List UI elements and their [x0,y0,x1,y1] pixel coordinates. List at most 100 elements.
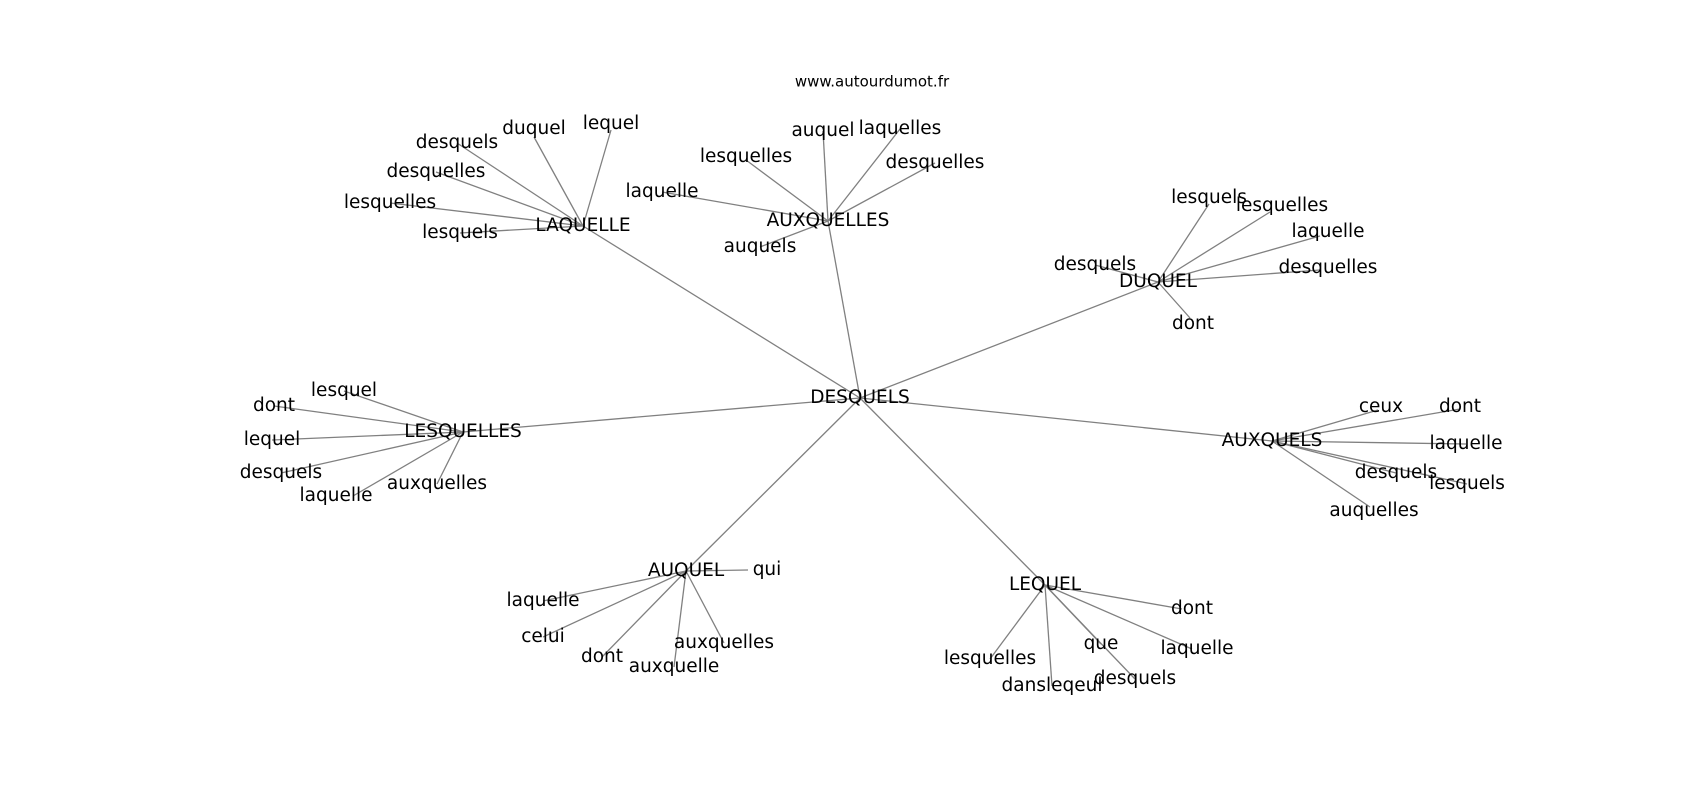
edge-duquel-3 [1157,269,1321,283]
leaf-node-auxquels-5[interactable]: auquelles [1329,500,1418,521]
leaf-node-auxquels-4[interactable]: lesquels [1429,473,1505,494]
edge-laquelle-4 [389,202,584,227]
edge-auquel-0 [685,569,749,572]
leaf-node-auquel-0[interactable]: qui [753,559,782,580]
edge-duquel-0 [1157,203,1210,283]
edge-lequel-0 [1044,584,1183,610]
leaf-node-auxquelles-5[interactable]: auquels [724,236,797,257]
leaf-node-laquelle-2[interactable]: desquels [416,132,498,153]
edge-center-lequel [859,397,1046,586]
graph-labels: DESQUELS lequelduqueldesquelsdesquellesl… [240,113,1505,696]
leaf-node-lesquelles-4[interactable]: laquelle [300,485,373,506]
leaf-node-duquel-1[interactable]: lesquelles [1236,195,1328,216]
leaf-node-lequel-0[interactable]: dont [1171,598,1213,619]
leaf-node-lequel-3[interactable]: desquels [1094,668,1176,689]
edge-laquelle-3 [435,171,584,227]
leaf-node-duquel-3[interactable]: desquelles [1279,257,1378,278]
hub-node-auxquels[interactable]: AUXQUELS [1222,430,1323,451]
leaf-node-laquelle-5[interactable]: lesquels [422,222,498,243]
hub-node-lesquelles[interactable]: LESQUELLES [404,421,522,442]
site-url: www.autourdumot.fr [795,73,950,91]
leaf-node-lesquelles-3[interactable]: desquels [240,462,322,483]
leaf-node-duquel-2[interactable]: laquelle [1292,221,1365,242]
edge-auquel-4 [673,570,687,668]
edge-auxquelles-4 [661,191,829,222]
hub-node-duquel[interactable]: DUQUEL [1119,271,1198,292]
edge-lesquelles-5 [436,431,464,485]
leaf-node-auxquelles-1[interactable]: laquelles [859,118,942,139]
leaf-node-lequel-5[interactable]: lesquelles [944,648,1036,669]
edge-lequel-4 [1044,584,1053,687]
hub-node-laquelle[interactable]: LAQUELLE [535,215,630,236]
leaf-node-auxquelles-3[interactable]: lesquelles [700,146,792,167]
edge-auxquelles-3 [745,159,829,222]
leaf-node-duquel-4[interactable]: desquels [1054,254,1136,275]
leaf-node-lesquelles-1[interactable]: dont [253,395,295,416]
leaf-node-auquel-2[interactable]: celui [521,626,565,647]
edge-duquel-4 [1094,264,1159,283]
leaf-node-lequel-2[interactable]: que [1084,633,1119,654]
edge-auxquels-2 [1271,440,1467,445]
edge-auxquels-3 [1271,440,1397,474]
leaf-node-duquel-5[interactable]: dont [1172,313,1214,334]
leaf-node-auquel-1[interactable]: laquelle [507,590,580,611]
edge-auxquels-4 [1271,440,1468,485]
edge-auxquels-5 [1271,440,1371,508]
leaf-node-lesquelles-5[interactable]: auxquelles [387,473,487,494]
edge-auxquelles-0 [822,130,829,222]
edge-center-lesquelles [462,397,861,433]
leaf-node-laquelle-0[interactable]: lequel [583,113,640,134]
leaf-node-auxquels-3[interactable]: desquels [1355,462,1437,483]
leaf-node-auquel-5[interactable]: auxquelles [674,632,774,653]
leaf-node-laquelle-1[interactable]: duquel [502,118,565,139]
edge-auquel-2 [542,570,687,638]
edge-lequel-3 [1044,584,1136,680]
edge-duquel-1 [1157,211,1271,283]
leaf-node-auxquels-2[interactable]: laquelle [1430,433,1503,454]
leaf-node-auxquelles-0[interactable]: auquel [791,120,854,141]
edge-laquelle-2 [456,142,584,227]
leaf-node-auquel-3[interactable]: dont [581,646,623,667]
edge-auquel-5 [685,570,725,644]
edge-laquelle-5 [459,225,584,234]
edge-auquel-1 [542,570,687,602]
edge-lequel-5 [989,584,1046,660]
leaf-node-auquel-4[interactable]: auxquelle [629,656,720,677]
leaf-node-laquelle-4[interactable]: lesquelles [344,192,436,213]
edge-lesquelles-3 [280,431,464,474]
leaf-node-auxquelles-4[interactable]: laquelle [626,181,699,202]
edge-auxquelles-1 [827,128,901,222]
leaf-node-auxquels-0[interactable]: ceux [1359,396,1403,417]
edge-center-duquel [859,281,1159,399]
edge-lesquelles-2 [271,431,464,441]
edge-duquel-5 [1157,281,1191,319]
leaf-node-laquelle-3[interactable]: desquelles [387,161,486,182]
edge-laquelle-0 [582,129,612,227]
leaf-node-auxquelles-2[interactable]: desquelles [886,152,985,173]
graph-edges [271,128,1468,687]
leaf-node-lesquelles-2[interactable]: lequel [244,429,301,450]
hub-node-auxquelles[interactable]: AUXQUELLES [767,210,890,231]
edge-duquel-2 [1157,235,1321,283]
leaf-node-auxquels-1[interactable]: dont [1439,396,1481,417]
edge-lequel-1 [1044,584,1193,650]
hub-node-auquel[interactable]: AUQUEL [648,560,725,581]
edge-center-auxquelles [827,220,861,399]
edge-center-laquelle [582,225,861,399]
leaf-node-lequel-4[interactable]: dansleqeul [1002,675,1103,696]
edge-lesquelles-4 [352,431,464,497]
leaf-node-lequel-1[interactable]: laquelle [1161,638,1234,659]
edge-auquel-3 [601,570,687,658]
leaf-node-lesquelles-0[interactable]: lesquel [311,380,377,401]
edge-auxquels-1 [1271,408,1461,442]
edge-laquelle-1 [533,136,584,227]
center-node[interactable]: DESQUELS [810,387,910,408]
edge-lesquelles-0 [343,390,464,433]
hub-node-lequel[interactable]: LEQUEL [1009,574,1082,595]
leaf-node-duquel-0[interactable]: lesquels [1171,187,1247,208]
edge-lesquelles-1 [273,405,464,433]
edge-auxquelles-2 [827,162,936,222]
edge-auxquels-0 [1271,409,1379,442]
edge-center-auquel [685,397,861,572]
